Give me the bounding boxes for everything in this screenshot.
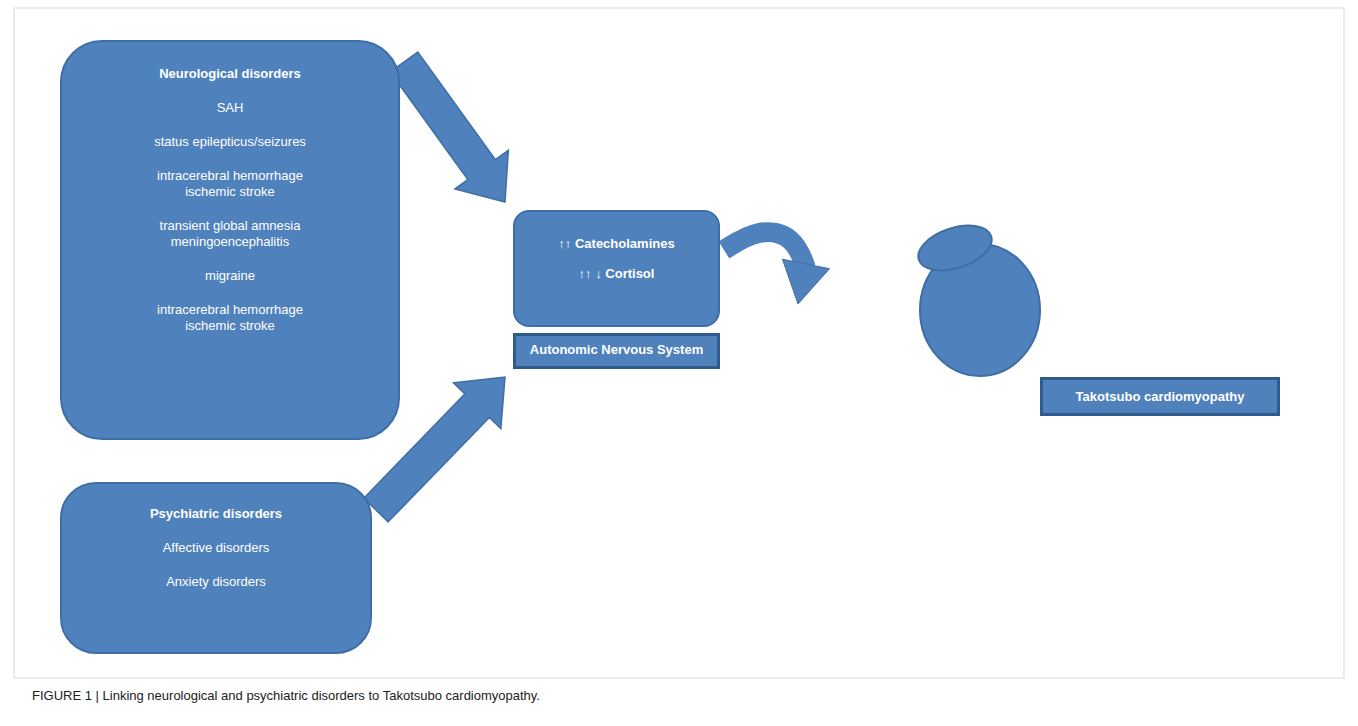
box-heading: Psychiatric disorders [150,506,282,522]
hormone-box: ↑↑ Catecholamines ↑↑ ↓ Cortisol [513,210,720,327]
box-text: SAH [217,100,244,116]
category-box: Psychiatric disordersAffective disorders… [60,482,372,654]
arrow-head [782,259,829,304]
box-text: ↑↑ ↓ Cortisol [579,266,655,282]
box-heading: Neurological disorders [159,66,301,82]
heart-shape [913,217,1040,376]
box-text: intracerebral hemorrhage ischemic stroke [135,302,325,334]
box-text: intracerebral hemorrhage ischemic stroke [135,168,325,200]
figure-caption: FIGURE 1 | Linking neurological and psyc… [32,688,540,703]
box-text: migraine [205,268,255,284]
box-text: Autonomic Nervous System [530,342,703,358]
box-heading: ↑↑ Catecholamines [558,236,674,252]
block-arrow [390,52,508,202]
flow-arrow [724,232,830,304]
box-text: Takotsubo cardiomyopathy [1076,389,1245,405]
system-label-box: Autonomic Nervous System [513,333,720,369]
flow-arrow [390,52,508,202]
box-text: Anxiety disorders [166,574,266,590]
box-text: transient global amnesia meningoencephal… [135,218,325,250]
category-box: Neurological disordersSAH status epilepti… [60,40,400,440]
heart-base [913,217,998,279]
box-text: Affective disorders [163,540,270,556]
figure-frame [14,8,1344,678]
box-text: status epilepticus/seizures [154,134,306,150]
outcome-label-box: Takotsubo cardiomyopathy [1040,377,1280,416]
